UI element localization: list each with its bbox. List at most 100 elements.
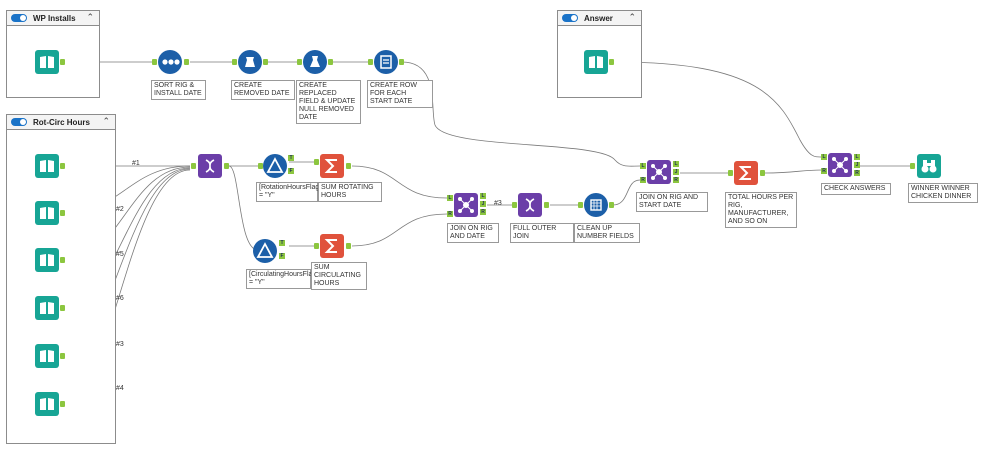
join-tool[interactable] xyxy=(828,153,852,177)
input-anchor[interactable] xyxy=(191,163,196,169)
join-output-anchor[interactable]: J xyxy=(854,162,860,168)
join-output-anchor[interactable]: J xyxy=(673,169,679,175)
left-output-anchor[interactable]: L xyxy=(854,154,860,160)
output-anchor[interactable] xyxy=(346,163,351,169)
input-data-tool[interactable] xyxy=(584,50,608,74)
false-anchor[interactable]: F xyxy=(288,168,294,174)
input-anchor[interactable] xyxy=(232,59,237,65)
output-anchor[interactable] xyxy=(399,59,404,65)
false-anchor[interactable]: F xyxy=(279,253,285,259)
tool-annotation: JOIN ON RIG AND START DATE xyxy=(636,192,708,212)
formula-tool[interactable] xyxy=(303,50,327,74)
container-rot-circ-hours[interactable]: Rot-Circ Hours ⌃ xyxy=(6,114,116,444)
summarize-tool[interactable] xyxy=(320,234,344,258)
toggle-switch[interactable] xyxy=(562,14,578,22)
input-anchor[interactable] xyxy=(578,202,583,208)
collapse-chevron-icon[interactable]: ⌃ xyxy=(102,116,110,126)
book-icon xyxy=(40,56,54,68)
output-anchor[interactable] xyxy=(60,305,65,311)
join-output-anchor[interactable]: J xyxy=(480,201,486,207)
output-anchor[interactable] xyxy=(609,202,614,208)
output-anchor[interactable] xyxy=(346,243,351,249)
filter-tool[interactable] xyxy=(253,239,277,263)
true-anchor[interactable]: T xyxy=(288,155,294,161)
container-header[interactable]: WP Installs ⌃ xyxy=(7,11,99,26)
input-anchor[interactable] xyxy=(314,159,319,165)
union-tool[interactable] xyxy=(198,154,222,178)
right-input-anchor[interactable]: R xyxy=(821,168,827,174)
formula-tool[interactable] xyxy=(238,50,262,74)
left-output-anchor[interactable]: L xyxy=(480,193,486,199)
output-anchor[interactable] xyxy=(60,163,65,169)
true-anchor[interactable]: T xyxy=(279,240,285,246)
sort-tool[interactable] xyxy=(158,50,182,74)
output-anchor[interactable] xyxy=(60,59,65,65)
input-anchor[interactable] xyxy=(314,243,319,249)
book-icon xyxy=(40,398,54,410)
input-data-tool[interactable] xyxy=(35,201,59,225)
output-anchor[interactable] xyxy=(609,59,614,65)
summarize-tool[interactable] xyxy=(320,154,344,178)
right-output-anchor[interactable]: R xyxy=(854,170,860,176)
input-data-tool[interactable] xyxy=(35,248,59,272)
generate-rows-icon xyxy=(380,55,392,69)
filter-tool[interactable] xyxy=(263,154,287,178)
output-anchor[interactable] xyxy=(760,170,765,176)
output-anchor[interactable] xyxy=(60,401,65,407)
union-tool[interactable] xyxy=(518,193,542,217)
input-data-tool[interactable] xyxy=(35,344,59,368)
toggle-switch[interactable] xyxy=(11,118,27,126)
left-input-anchor[interactable]: L xyxy=(447,195,453,201)
browse-tool[interactable] xyxy=(917,154,941,178)
collapse-chevron-icon[interactable]: ⌃ xyxy=(628,12,636,22)
left-input-anchor[interactable]: L xyxy=(640,163,646,169)
summarize-tool[interactable] xyxy=(734,161,758,185)
output-anchor[interactable] xyxy=(60,257,65,263)
right-output-anchor[interactable]: R xyxy=(673,177,679,183)
left-output-anchor[interactable]: L xyxy=(673,161,679,167)
output-anchor[interactable] xyxy=(263,59,268,65)
right-input-anchor[interactable]: R xyxy=(640,177,646,183)
multi-field-formula-tool[interactable] xyxy=(584,193,608,217)
input-data-tool[interactable] xyxy=(35,392,59,416)
input-anchor[interactable] xyxy=(152,59,157,65)
book-icon xyxy=(40,254,54,266)
tool-annotation: JOIN ON RIG AND DATE xyxy=(447,223,499,243)
input-data-tool[interactable] xyxy=(35,154,59,178)
output-anchor[interactable] xyxy=(224,163,229,169)
tool-annotation: TOTAL HOURS PER RIG, MANUFACTURER, AND S… xyxy=(725,192,797,228)
output-anchor[interactable] xyxy=(544,202,549,208)
wire-label: #1 xyxy=(132,160,140,167)
output-anchor[interactable] xyxy=(184,59,189,65)
toggle-switch[interactable] xyxy=(11,14,27,22)
tool-annotation: CLEAN UP NUMBER FIELDS xyxy=(574,223,640,243)
right-output-anchor[interactable]: R xyxy=(480,209,486,215)
input-anchor[interactable] xyxy=(368,59,373,65)
right-input-anchor[interactable]: R xyxy=(447,211,453,217)
container-header[interactable]: Answer ⌃ xyxy=(558,11,641,26)
collapse-chevron-icon[interactable]: ⌃ xyxy=(86,12,94,22)
output-anchor[interactable] xyxy=(328,59,333,65)
join-tool[interactable] xyxy=(454,193,478,217)
join-network-icon xyxy=(651,164,667,180)
output-anchor[interactable] xyxy=(60,353,65,359)
input-anchor[interactable] xyxy=(512,202,517,208)
generate-rows-tool[interactable] xyxy=(374,50,398,74)
join-tool[interactable] xyxy=(647,160,671,184)
wire-sum-circ-join xyxy=(351,213,448,247)
sigma-icon xyxy=(324,159,337,173)
input-anchor[interactable] xyxy=(297,59,302,65)
input-data-tool[interactable] xyxy=(35,50,59,74)
book-icon xyxy=(40,302,54,314)
container-header[interactable]: Rot-Circ Hours ⌃ xyxy=(7,115,115,130)
input-anchor[interactable] xyxy=(258,163,263,169)
wire-union-filter-circ xyxy=(228,165,259,251)
wire-sum-rot-join xyxy=(351,165,448,199)
input-data-tool[interactable] xyxy=(35,296,59,320)
left-input-anchor[interactable]: L xyxy=(821,154,827,160)
input-anchor[interactable] xyxy=(728,170,733,176)
binoculars-icon xyxy=(921,160,937,173)
output-anchor[interactable] xyxy=(60,210,65,216)
input-anchor[interactable] xyxy=(910,163,915,169)
